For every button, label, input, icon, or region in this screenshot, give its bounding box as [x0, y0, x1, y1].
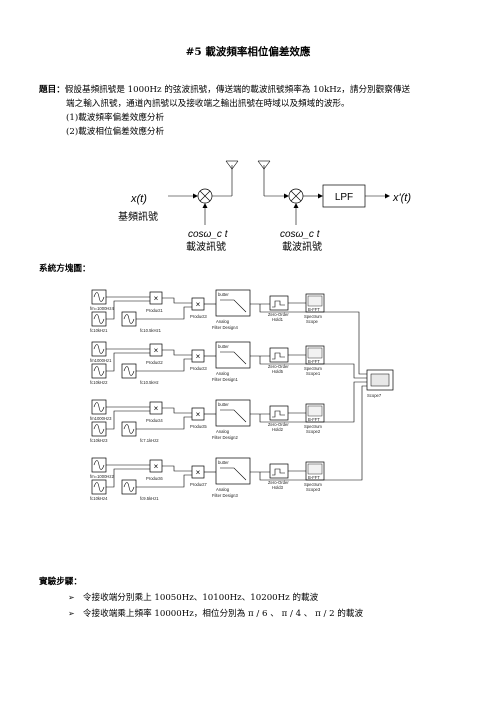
- zoh-label-2: Hold5: [272, 369, 284, 374]
- carrier-label: fc10kHz3: [90, 438, 108, 443]
- product-label-1: Product6: [146, 476, 163, 481]
- scope-label-2: Scope2: [306, 429, 321, 434]
- tx-carrier-label: 載波訊號: [186, 240, 226, 253]
- filter-label-1: Analog: [216, 429, 230, 434]
- analog-filter-block: [215, 341, 251, 369]
- rx-carrier-label: fc10.5kHz1: [140, 328, 162, 333]
- zoh-label-2: Hold2: [272, 427, 284, 432]
- filter-type-label: butter: [218, 292, 229, 297]
- source-label: fm1000Hz3: [90, 416, 112, 421]
- svg-text:×: ×: [154, 462, 159, 471]
- problem-label: 題目：: [39, 85, 65, 95]
- svg-text:×: ×: [196, 410, 201, 419]
- zoh-block: [269, 347, 289, 363]
- steps-label: 實驗步驟：: [39, 577, 82, 587]
- analog-filter-block: [215, 399, 251, 427]
- zoh-block: [269, 463, 289, 479]
- filter-type-label: butter: [218, 344, 229, 349]
- scope-label-1: Spectrum: [304, 424, 322, 429]
- problem-line-2: 端之輸入訊號，通道內訊號以及接收端之輸出訊號在時域以及頻域的波形。: [66, 99, 350, 109]
- scope-label-2: Scope1: [306, 371, 321, 376]
- problem-line-1: 假設基頻訊號是 1000Hz 的弦波訊號，傳送端的載波訊號頻率為 10kHz，請…: [64, 85, 411, 95]
- zoh-label-1: Zero-Order: [268, 364, 289, 369]
- rx-carrier-label: 載波訊號: [282, 240, 322, 253]
- product-label-2: Product5: [190, 424, 207, 429]
- analog-filter-block: [215, 289, 251, 317]
- carrier-label: fc10kHz2: [90, 380, 108, 385]
- page-title: #5 載波頻率相位偏差效應: [185, 46, 311, 58]
- source-label: fm=1000Hz2: [90, 474, 115, 479]
- zoh-label-1: Zero-Order: [268, 480, 289, 485]
- filter-label-2: Filter Design3: [212, 493, 239, 498]
- product-label-1: Product1: [146, 308, 163, 313]
- source-label: fm=1000Hz4: [90, 306, 115, 311]
- simulink-diagram: fm=1000Hz4 fc10kHz1 × Product1 fc10.5kHz1 × Pr…: [90, 289, 394, 501]
- filter-type-label: butter: [218, 460, 229, 465]
- carrier-label: fc10kHz1: [90, 328, 108, 333]
- carrier-label: fc10kHz4: [90, 496, 108, 501]
- fft-label: B-FFT: [308, 307, 320, 312]
- zoh-block: [269, 405, 289, 421]
- svg-text:×: ×: [196, 300, 201, 309]
- svg-text:×: ×: [154, 404, 159, 413]
- modulation-diagram: x(t) 基頻訊號 cosω_c t 載波訊號 cosω_c t: [118, 160, 411, 253]
- source-label: fm1000Hz1: [90, 358, 112, 363]
- filter-type-label: butter: [218, 402, 229, 407]
- step-item-2: ➢ 令接收端乘上頻率 10000Hz，相位分別為 π / 6 、 π / 4 、…: [68, 608, 363, 620]
- rx-carrier-label: fc7.1kHz2: [140, 438, 159, 443]
- problem-item-2: (2)載波相位偏差效應分析: [66, 127, 165, 137]
- input-signal-label: x(t): [130, 193, 147, 205]
- rx-mixer: [288, 188, 304, 204]
- scope-label-1: Spectrum: [304, 482, 322, 487]
- svg-text:×: ×: [154, 294, 159, 303]
- filter-label-2: Filter Design1: [212, 377, 239, 382]
- arrow-bullet-icon: ➢: [68, 609, 75, 618]
- product-label-2: Product3: [190, 366, 207, 371]
- rx-carrier-label: fc9.5kHz1: [140, 496, 159, 501]
- filter-label-1: Analog: [216, 487, 230, 492]
- tx-mixer: [197, 188, 213, 204]
- step-item-1: ➢ 令接收端分別乘上 10050Hz、10100Hz、10200Hz 的載波: [68, 592, 318, 604]
- lpf-label: LPF: [335, 192, 353, 203]
- product-label-2: Product3: [190, 314, 207, 319]
- zoh-label-1: Zero-Order: [268, 422, 289, 427]
- system-label: 系統方塊圖：: [39, 264, 91, 274]
- rx-carrier-formula: cosω_c t: [280, 229, 321, 240]
- fft-label: B-FFT: [308, 417, 320, 422]
- analog-filter-block: [215, 457, 251, 485]
- filter-label-2: Filter Design4: [212, 325, 239, 330]
- zoh-block: [269, 295, 289, 311]
- scope-label-2: Scope: [306, 319, 319, 324]
- zoh-label-1: Zero-Order: [268, 312, 289, 317]
- svg-text:×: ×: [196, 468, 201, 477]
- arrow-bullet-icon: ➢: [68, 593, 75, 602]
- baseband-label: 基頻訊號: [118, 210, 158, 223]
- rx-carrier-label: fc10.5kHz: [140, 380, 159, 385]
- scope7-label: Scope7: [367, 393, 382, 398]
- problem-item-1: (1)載波頻率偏差效應分析: [66, 113, 165, 123]
- svg-text:×: ×: [154, 346, 159, 355]
- zoh-label-2: Hold3: [272, 485, 284, 490]
- fft-label: B-FFT: [308, 359, 320, 364]
- output-signal-label: x'(t): [392, 192, 411, 204]
- filter-label-1: Analog: [216, 371, 230, 376]
- svg-text:×: ×: [196, 352, 201, 361]
- scope-label-2: Scope3: [306, 487, 321, 492]
- tx-carrier-formula: cosω_c t: [188, 229, 229, 240]
- fft-label: B-FFT: [308, 475, 320, 480]
- product-label-1: Product4: [146, 418, 163, 423]
- filter-label-2: Filter Design2: [212, 435, 239, 440]
- product-label-1: Product2: [146, 360, 163, 365]
- scope-label-1: Spectrum: [304, 366, 322, 371]
- filter-label-1: Analog: [216, 319, 230, 324]
- step-text-1: 令接收端分別乘上 10050Hz、10100Hz、10200Hz 的載波: [82, 593, 319, 603]
- scope-label-1: Spectrum: [304, 314, 322, 319]
- product-label-2: Product7: [190, 482, 207, 487]
- step-text-2: 令接收端乘上頻率 10000Hz，相位分別為 π / 6 、 π / 4 、 π…: [82, 609, 364, 619]
- problem-section: 題目：假設基頻訊號是 1000Hz 的弦波訊號，傳送端的載波訊號頻率為 10kH…: [39, 84, 410, 96]
- zoh-label-2: Hold1: [272, 317, 284, 322]
